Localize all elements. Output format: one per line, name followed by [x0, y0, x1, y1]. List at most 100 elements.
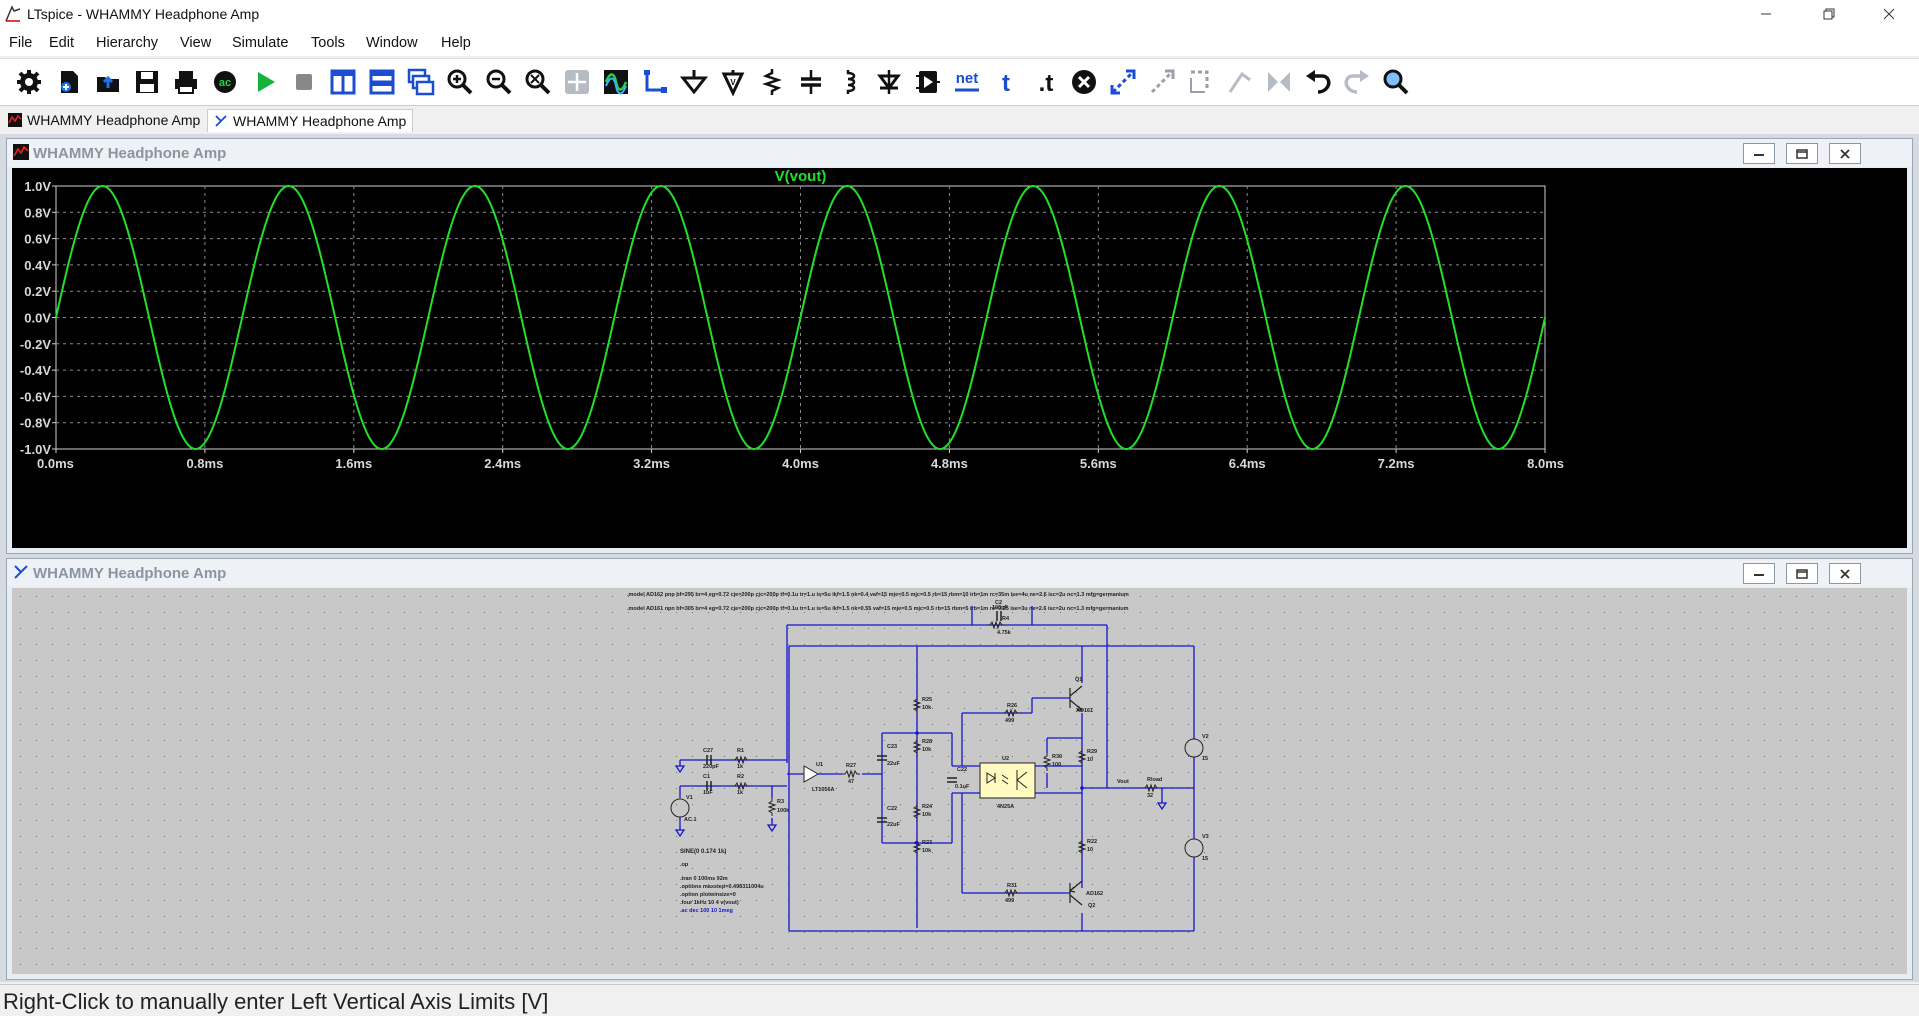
flip-icon[interactable] — [1265, 68, 1293, 96]
tile-vertical-icon[interactable] — [329, 68, 357, 96]
resistor-rload[interactable] — [1142, 783, 1160, 793]
capacitor-c27[interactable] — [706, 755, 712, 765]
menu-view[interactable]: View — [180, 35, 212, 51]
tile-horizontal-icon[interactable] — [368, 68, 396, 96]
ground-symbol[interactable] — [1156, 802, 1168, 811]
value-r30: 100 — [1052, 762, 1061, 768]
menu-edit[interactable]: Edit — [49, 35, 74, 51]
schematic-window[interactable]: WHAMMY Headphone Amp .model AD162 pnp bf… — [6, 558, 1913, 980]
run-icon[interactable] — [251, 68, 279, 96]
resistor-r26[interactable] — [1002, 708, 1020, 718]
restore-button[interactable] — [1806, 0, 1852, 28]
ground-symbol[interactable] — [674, 829, 686, 838]
series-line-vout[interactable] — [55, 185, 1546, 450]
ref-rload: Rload — [1147, 777, 1162, 783]
pan-icon[interactable] — [563, 68, 591, 96]
resistor-r27[interactable] — [842, 769, 860, 779]
zoom-out-icon[interactable] — [485, 68, 513, 96]
menu-hierarchy[interactable]: Hierarchy — [96, 35, 159, 51]
menu-help[interactable]: Help — [441, 35, 471, 51]
waveform-maximize-button[interactable] — [1786, 143, 1818, 164]
mirror-icon[interactable] — [1226, 68, 1254, 96]
value-q2: AD162 — [1086, 891, 1103, 897]
tab-schematic[interactable]: WHAMMY Headphone Amp — [207, 109, 414, 132]
resistor-r29[interactable] — [1077, 748, 1087, 766]
probe-icon[interactable]: V — [719, 68, 747, 96]
rotate-icon[interactable] — [1187, 68, 1215, 96]
ground-icon[interactable] — [680, 68, 708, 96]
resistor-r3[interactable] — [767, 798, 777, 816]
undo-icon[interactable] — [1304, 68, 1332, 96]
diode-icon[interactable] — [875, 68, 903, 96]
resistor-r22[interactable] — [1077, 838, 1087, 856]
resistor-r28[interactable] — [912, 738, 922, 756]
voltage-source-v1[interactable] — [670, 798, 690, 818]
capacitor-c1[interactable] — [706, 781, 712, 791]
waveform-minimize-button[interactable] — [1743, 143, 1775, 164]
resistor-r30[interactable] — [1042, 753, 1052, 771]
chart-title[interactable]: V(vout) — [775, 168, 827, 185]
x-tick-label: 0.0ms — [37, 456, 74, 471]
waveform-icon[interactable] — [602, 68, 630, 96]
capacitor-c23[interactable] — [877, 755, 887, 761]
resistor-r1[interactable] — [732, 755, 750, 765]
text-icon[interactable]: t — [992, 68, 1020, 96]
ground-symbol[interactable] — [766, 824, 778, 833]
waveform-close-button[interactable] — [1829, 143, 1861, 164]
cascade-icon[interactable] — [407, 68, 435, 96]
zoom-fit-icon[interactable] — [524, 68, 552, 96]
resistor-icon[interactable] — [758, 68, 786, 96]
capacitor-c2[interactable] — [996, 611, 1002, 621]
ground-symbol[interactable] — [674, 765, 686, 774]
optocoupler-u2[interactable] — [979, 762, 1036, 799]
value-r1: 1k — [737, 764, 744, 770]
component-icon[interactable] — [914, 68, 942, 96]
resistor-r31[interactable] — [1002, 888, 1020, 898]
open-icon[interactable] — [94, 68, 122, 96]
schematic-maximize-button[interactable] — [1786, 563, 1818, 584]
redo-icon[interactable] — [1343, 68, 1371, 96]
find-icon[interactable] — [1382, 68, 1410, 96]
minimize-button[interactable] — [1743, 0, 1789, 28]
schematic-window-titlebar[interactable]: WHAMMY Headphone Amp — [7, 559, 1912, 587]
schematic-close-button[interactable] — [1829, 563, 1861, 584]
menu-tools[interactable]: Tools — [311, 35, 345, 51]
capacitor-c22b[interactable] — [947, 777, 957, 783]
waveform-window-titlebar[interactable]: WHAMMY Headphone Amp — [7, 139, 1912, 167]
schematic-canvas[interactable]: .model AD162 pnp bf=295 br=4 eg=0.72 cje… — [12, 588, 1907, 974]
opamp-u1[interactable] — [803, 765, 820, 783]
resistor-r4[interactable] — [987, 620, 1005, 630]
tab-waveform[interactable]: WHAMMY Headphone Amp — [8, 109, 200, 131]
menu-file[interactable]: File — [9, 35, 33, 51]
delete-icon[interactable] — [1070, 68, 1098, 96]
spice-directive-icon[interactable]: .t — [1031, 68, 1059, 96]
net-label-icon[interactable]: net — [953, 68, 981, 96]
wire-icon[interactable] — [641, 68, 669, 96]
save-icon[interactable] — [133, 68, 161, 96]
schematic-drawing[interactable]: .model AD162 pnp bf=295 br=4 eg=0.72 cje… — [12, 588, 1907, 974]
voltage-source-v2[interactable] — [1184, 738, 1204, 758]
resistor-r2[interactable] — [732, 781, 750, 791]
menu-window[interactable]: Window — [366, 35, 418, 51]
print-icon[interactable] — [172, 68, 200, 96]
move-icon[interactable] — [1109, 68, 1137, 96]
resistor-r25[interactable] — [912, 696, 922, 714]
inductor-icon[interactable] — [836, 68, 864, 96]
close-button[interactable] — [1866, 0, 1912, 28]
voltage-source-v3[interactable] — [1184, 838, 1204, 858]
new-schematic-icon[interactable] — [55, 68, 83, 96]
transistor-q1[interactable] — [1069, 685, 1084, 711]
resistor-r24[interactable] — [912, 803, 922, 821]
zoom-in-icon[interactable] — [446, 68, 474, 96]
capacitor-icon[interactable] — [797, 68, 825, 96]
gear-icon[interactable] — [15, 68, 43, 96]
ac-analysis-icon[interactable]: ac — [211, 68, 239, 96]
drag-icon[interactable] — [1148, 68, 1176, 96]
menu-simulate[interactable]: Simulate — [232, 35, 289, 51]
schematic-minimize-button[interactable] — [1743, 563, 1775, 584]
capacitor-c22[interactable] — [877, 817, 887, 823]
halt-icon[interactable] — [290, 68, 318, 96]
